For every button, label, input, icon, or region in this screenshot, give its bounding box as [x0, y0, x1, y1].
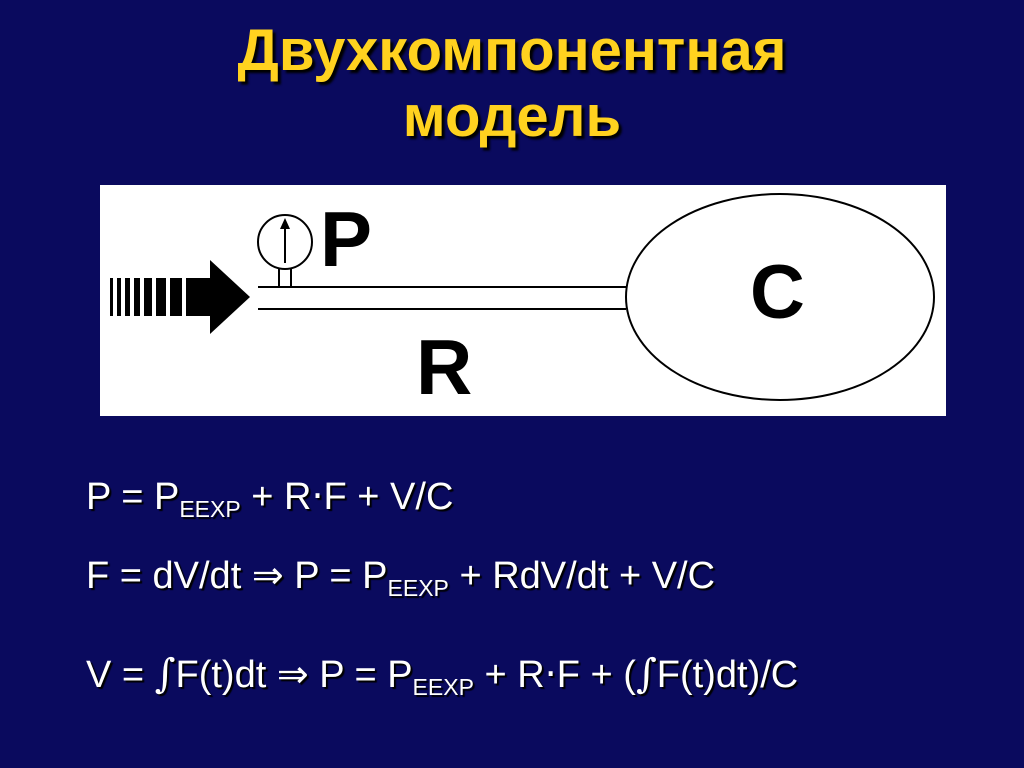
implies-arrow-icon: ⇒ [251, 553, 284, 597]
compliance-balloon [625, 193, 935, 401]
equation-3: V = ∫F(t)dt ⇒ P = PEEXP + R·F + (∫F(t)dt… [86, 651, 799, 700]
flow-arrow-icon [110, 260, 250, 334]
integral-icon: ∫ [154, 651, 176, 697]
integral-icon: ∫ [635, 651, 657, 697]
title-line-2: модель [402, 84, 622, 149]
implies-arrow-icon: ⇒ [276, 652, 309, 696]
equation-1: P = PEEXP + R·F + V/C [86, 474, 454, 522]
equation-2: F = dV/dt ⇒ P = PEEXP + RdV/dt + V/C [86, 553, 716, 601]
label-resistance: R [416, 323, 473, 411]
label-pressure: P [320, 195, 373, 283]
title-line-1: Двухкомпонентная [237, 18, 787, 83]
two-compartment-diagram: P R C [100, 185, 946, 416]
label-compliance: C [750, 250, 805, 335]
pressure-gauge-icon [257, 214, 313, 286]
diagram-drawing [110, 193, 935, 401]
slide-title: Двухкомпонентная модель [0, 18, 1024, 150]
